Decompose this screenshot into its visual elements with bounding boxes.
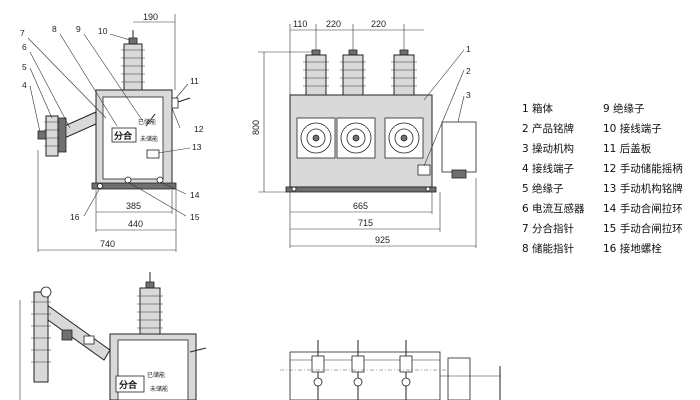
callout-12: 12	[194, 124, 204, 134]
pull-ring-b	[156, 176, 164, 184]
callout-1: 1	[466, 44, 471, 54]
callout-15: 15	[190, 212, 200, 222]
callout-11: 11	[190, 76, 199, 86]
legend-12: 12 手动储能摇柄	[603, 162, 683, 175]
side-terminal	[37, 130, 47, 140]
stored-label: 已储能	[138, 118, 156, 126]
lower-switch-sign	[115, 375, 145, 393]
lower-ct	[61, 329, 73, 341]
callout-14: 14	[190, 190, 200, 200]
side-insulator-sheds	[44, 121, 60, 147]
lower-top-knob	[40, 286, 52, 298]
mechanism-foot	[451, 169, 467, 179]
front-bushing-windows	[296, 117, 424, 159]
lower-front-view	[280, 340, 501, 400]
legend-2: 2 产品铭牌	[522, 122, 575, 135]
lower-side-view: 分合 已储能 未储能	[19, 272, 207, 400]
current-transformer	[57, 117, 67, 153]
base-hole-a	[291, 186, 297, 192]
callout-4: 4	[22, 80, 27, 90]
callout-6: 6	[22, 42, 27, 52]
switch-sign	[111, 127, 137, 143]
lower-front-poles	[311, 340, 413, 400]
leader-3	[457, 95, 465, 123]
callout-13: 13	[192, 142, 202, 152]
legend-4: 4 接线端子	[522, 162, 574, 175]
callout-3: 3	[466, 90, 471, 100]
dim-440: 440	[128, 219, 143, 229]
legend-7: 7 分合指针	[522, 222, 574, 235]
mechanism-nameplate	[146, 149, 160, 159]
unstored-label: 未储能	[140, 135, 158, 143]
parts-legend: 1 箱体 2 产品铭牌 3 操动机构 4 接线端子 5 绝缘子 6 电流互感器 …	[522, 102, 683, 255]
lower-stored-label: 已储能	[147, 371, 165, 379]
front-insulators	[303, 49, 417, 96]
dim-190: 190	[143, 12, 158, 22]
lower-side-sheds	[31, 301, 51, 363]
legend-15: 15 手动合闸拉环	[603, 222, 683, 235]
top-terminal	[128, 37, 138, 45]
ground-bolt	[97, 183, 103, 189]
leader-1	[423, 49, 465, 101]
side-view: 190 分合 已储能 未储能	[20, 12, 204, 252]
front-view: 110 220 220	[251, 19, 477, 248]
base-hole-b	[425, 186, 431, 192]
callout-8: 8	[52, 24, 57, 34]
dim-925: 925	[375, 235, 390, 245]
switch-sign-text: 分合	[114, 130, 133, 142]
lower-side-insulator	[33, 291, 49, 383]
pull-ring-a	[124, 176, 132, 184]
lower-unstored-label: 未储能	[150, 385, 168, 393]
dim-220-a: 220	[326, 19, 341, 29]
lower-insulator-sheds	[137, 295, 163, 329]
front-base	[285, 186, 437, 193]
callout-7: 7	[20, 28, 25, 38]
legend-10: 10 接线端子	[603, 122, 662, 135]
callout-9: 9	[76, 24, 81, 34]
top-insulator	[123, 43, 143, 93]
legend-6: 6 电流互感器	[522, 202, 585, 215]
callout-16: 16	[70, 212, 80, 222]
lower-crank-handle	[189, 347, 207, 353]
callout-10: 10	[98, 26, 108, 36]
side-base	[91, 182, 177, 190]
dim-715: 715	[358, 218, 373, 228]
legend-3: 3 操动机构	[522, 142, 574, 155]
lower-switch-sign-text: 分合	[119, 379, 138, 391]
operating-mechanism	[441, 121, 477, 173]
dim-110: 110	[293, 19, 307, 29]
legend-5: 5 绝缘子	[522, 182, 564, 195]
energy-pointer	[145, 113, 156, 127]
legend-9: 9 绝缘子	[603, 102, 645, 115]
lower-top-terminal	[145, 281, 155, 289]
dim-220-b: 220	[371, 19, 386, 29]
legend-13: 13 手动机构铭牌	[603, 182, 683, 195]
rear-cover	[171, 97, 179, 109]
side-leaders	[27, 33, 191, 217]
insulator-sheds	[121, 49, 145, 83]
leader-2	[423, 69, 465, 167]
lower-tag	[83, 335, 95, 345]
product-nameplate	[417, 164, 431, 176]
dim-800: 800	[251, 120, 261, 135]
callout-5: 5	[22, 62, 27, 72]
legend-8: 8 储能指针	[522, 242, 574, 255]
legend-14: 14 手动合闸拉环	[603, 202, 683, 215]
dim-385: 385	[126, 201, 141, 211]
lower-mechanism	[447, 357, 471, 400]
legend-16: 16 接地螺栓	[603, 242, 662, 255]
dim-665: 665	[353, 201, 368, 211]
callout-2: 2	[466, 66, 471, 76]
dim-740: 740	[100, 239, 115, 249]
legend-11: 11 后盖板	[603, 142, 652, 155]
legend-1: 1 箱体	[522, 102, 554, 115]
